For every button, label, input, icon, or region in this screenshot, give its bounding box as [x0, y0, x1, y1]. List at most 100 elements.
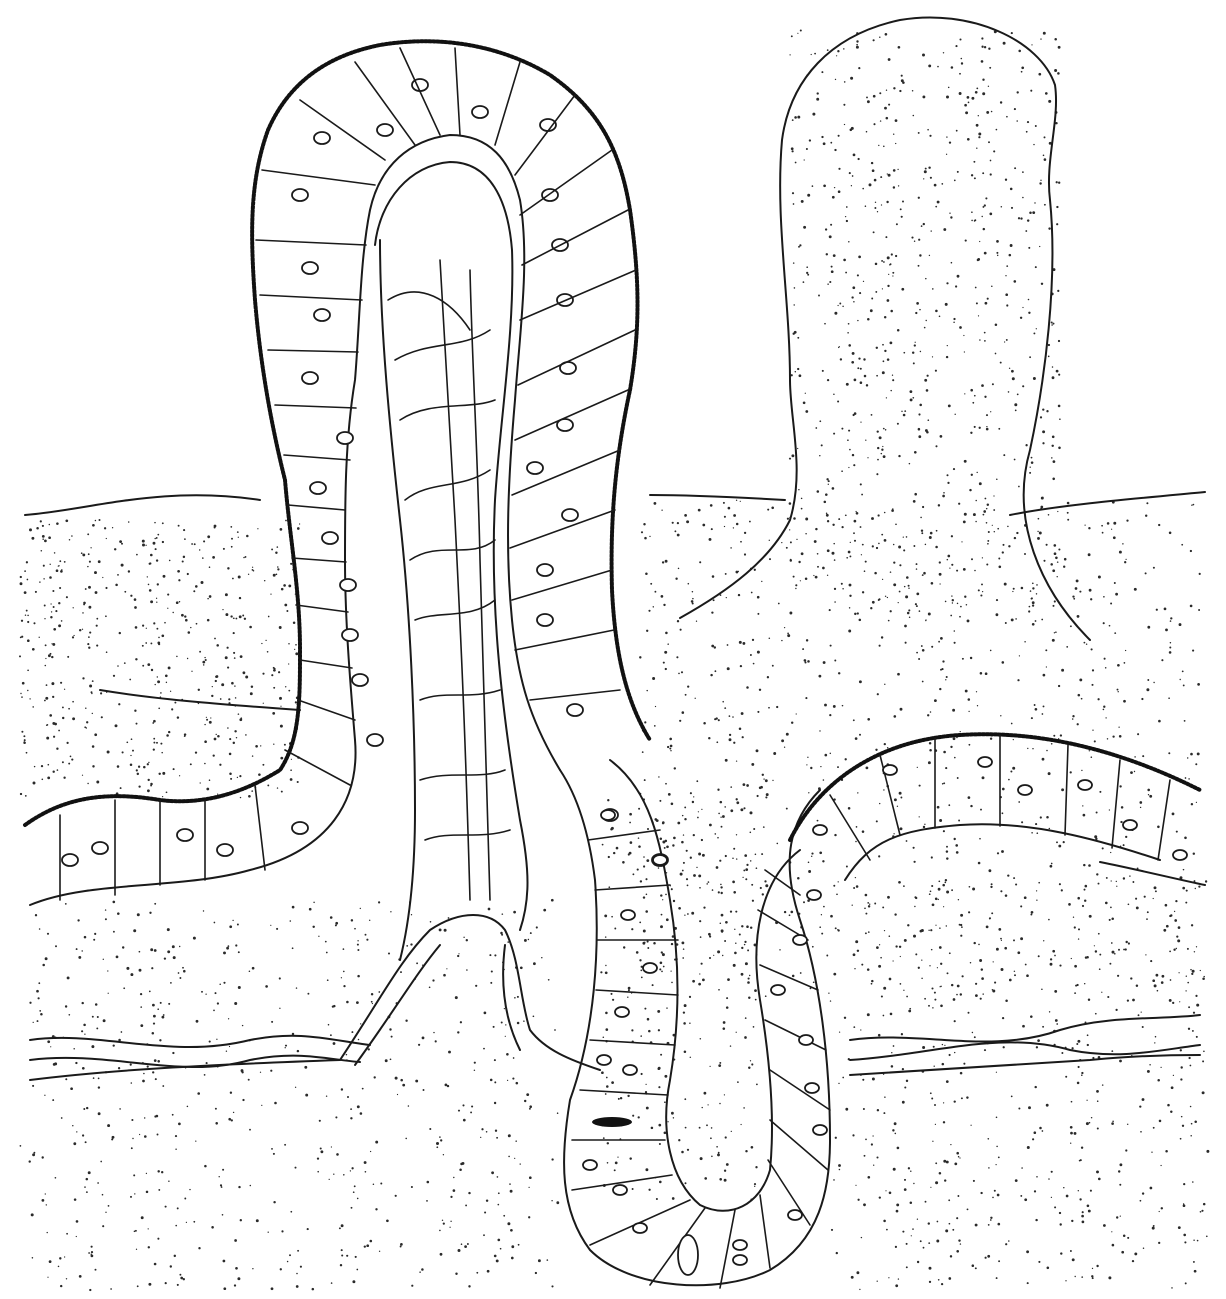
stipple-dot — [241, 1071, 243, 1073]
stipple-dot — [798, 489, 799, 490]
stipple-dot — [935, 445, 937, 447]
stipple-dot — [943, 782, 945, 784]
stipple-dot — [205, 659, 207, 661]
stipple-dot — [925, 168, 927, 170]
stipple-dot — [128, 521, 130, 523]
stipple-dot — [995, 353, 997, 355]
stipple-dot — [956, 1152, 959, 1155]
stipple-dot — [1035, 125, 1037, 127]
stipple-dot — [834, 601, 836, 603]
stipple-dot — [736, 1032, 737, 1033]
stipple-dot — [959, 1157, 960, 1158]
stipple-dot — [213, 1010, 215, 1012]
stipple-dot — [135, 658, 137, 660]
stipple-dot — [42, 538, 44, 540]
stipple-dot — [51, 682, 54, 685]
stipple-dot — [829, 281, 831, 283]
stipple-dot — [117, 912, 120, 915]
stipple-dot — [849, 584, 852, 587]
stipple-dot — [913, 935, 916, 938]
stipple-dot — [838, 518, 840, 520]
stipple-dot — [1114, 953, 1116, 955]
stipple-dot — [1198, 609, 1200, 611]
stipple-dot — [871, 517, 874, 520]
stipple-dot — [89, 1289, 91, 1291]
stipple-dot — [946, 136, 947, 137]
stipple-dot — [371, 993, 373, 995]
stipple-dot — [789, 502, 792, 505]
stipple-dot — [971, 174, 973, 176]
stipple-dot — [944, 882, 946, 884]
stipple-dot — [725, 855, 727, 857]
stipple-dot — [872, 601, 875, 604]
stipple-dot — [55, 1177, 57, 1179]
stipple-dot — [671, 943, 673, 945]
stipple-dot — [655, 706, 656, 707]
stipple-dot — [1048, 772, 1051, 775]
stipple-dot — [235, 944, 237, 946]
stipple-dot — [884, 316, 886, 318]
stipple-dot — [250, 1185, 252, 1187]
stipple-dot — [152, 1032, 155, 1035]
stipple-dot — [44, 700, 46, 702]
stipple-dot — [443, 1154, 444, 1155]
stipple-dot — [661, 595, 664, 598]
stipple-dot — [606, 1077, 608, 1079]
stipple-dot — [892, 960, 893, 961]
stipple-dot — [884, 539, 887, 542]
stipple-dot — [923, 223, 925, 225]
stipple-dot — [178, 525, 180, 527]
stipple-dot — [400, 1079, 403, 1082]
stipple-dot — [967, 138, 970, 141]
stipple-dot — [890, 342, 893, 345]
stipple-dot — [88, 647, 90, 649]
stipple-dot — [246, 535, 249, 538]
stipple-dot — [877, 211, 878, 212]
stipple-dot — [128, 570, 130, 572]
stipple-dot — [786, 547, 788, 549]
stipple-dot — [686, 878, 688, 880]
stipple-dot — [787, 633, 789, 635]
stipple-dot — [95, 1003, 98, 1006]
stipple-dot — [807, 757, 808, 758]
stipple-dot — [826, 955, 828, 957]
stipple-dot — [1014, 974, 1016, 976]
stipple-dot — [661, 914, 663, 916]
stipple-dot — [1002, 551, 1004, 553]
stipple-dot — [1042, 758, 1045, 761]
stipple-dot — [130, 1196, 132, 1198]
stipple-dot — [1081, 770, 1082, 771]
stipple-dot — [913, 362, 915, 364]
stipple-dot — [1192, 970, 1195, 973]
crypt-nucleus — [583, 1160, 597, 1170]
stipple-dot — [111, 1138, 113, 1140]
stipple-dot — [996, 1117, 998, 1119]
stipple-dot — [23, 735, 25, 737]
stipple-dot — [26, 752, 28, 754]
stipple-dot — [769, 558, 771, 560]
stipple-dot — [554, 1029, 556, 1031]
stipple-dot — [1040, 816, 1042, 818]
stipple-dot — [1074, 1132, 1077, 1135]
stipple-dot — [907, 924, 909, 926]
stipple-dot — [721, 892, 723, 894]
stipple-dot — [806, 639, 808, 641]
stipple-dot — [661, 971, 663, 973]
stipple-dot — [52, 590, 54, 592]
stipple-dot — [1192, 1030, 1194, 1032]
stipple-dot — [629, 813, 632, 816]
lamina-propria-stipple — [19, 29, 1209, 1291]
stipple-dot — [233, 617, 235, 619]
stipple-dot — [1066, 1195, 1069, 1198]
stipple-dot — [952, 602, 953, 603]
stipple-dot — [750, 860, 752, 862]
cell-nucleus — [342, 629, 358, 641]
stipple-dot — [851, 1276, 854, 1279]
stipple-dot — [1029, 212, 1032, 215]
stipple-dot — [1108, 1276, 1111, 1279]
stipple-dot — [797, 368, 799, 370]
stipple-dot — [740, 665, 742, 667]
stipple-dot — [805, 697, 807, 699]
stipple-dot — [807, 660, 810, 663]
stipple-dot — [1092, 730, 1093, 731]
